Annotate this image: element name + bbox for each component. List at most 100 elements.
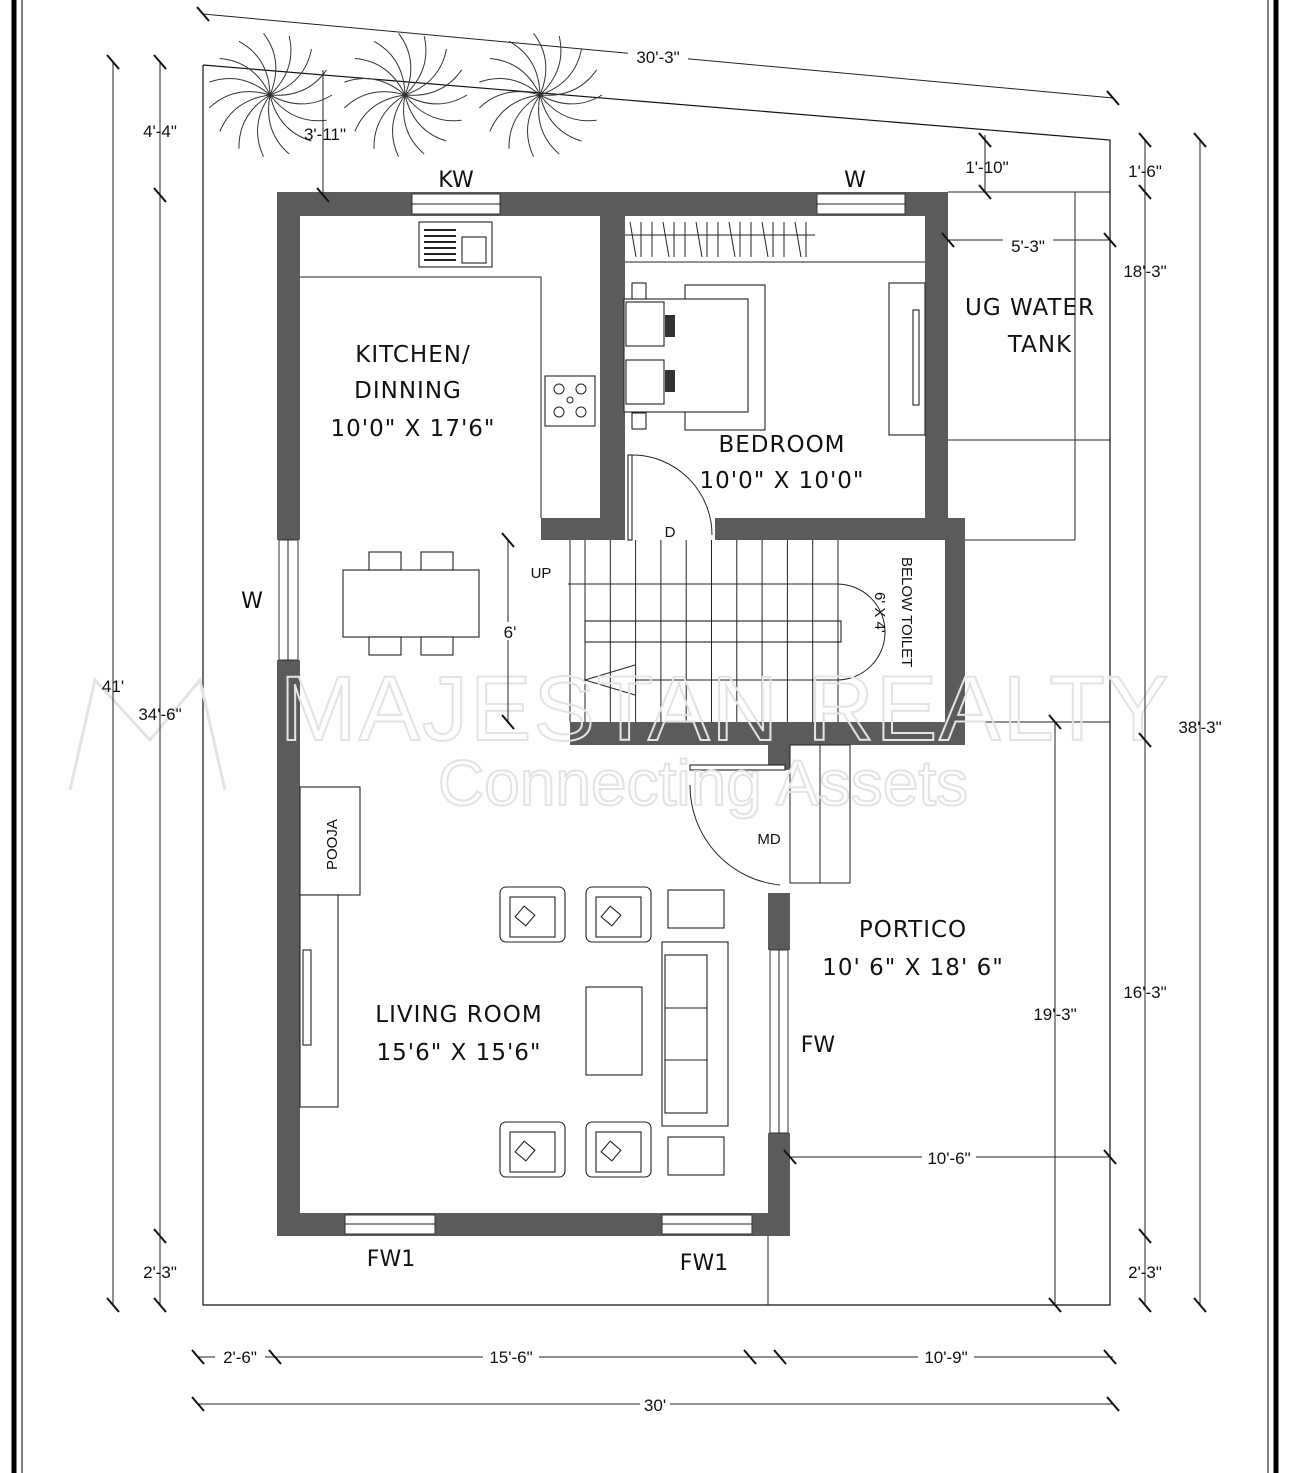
watermark-tagline: Connecting Assets — [438, 747, 968, 819]
portico-name: PORTICO — [859, 917, 967, 943]
dim-right-top-a: 1'-10" — [965, 158, 1008, 177]
dimension-tick — [191, 1396, 205, 1412]
dimension-tick — [153, 54, 167, 70]
armchair-icon — [499, 1121, 566, 1178]
dim-left-bottom: 2'-3" — [143, 1263, 177, 1282]
kitchen-name: KITCHEN/ — [355, 342, 470, 368]
w-left-label: W — [241, 589, 263, 614]
dimension-tick — [783, 1149, 797, 1165]
dim-bottom-a: 2'-6" — [223, 1348, 257, 1367]
door-label: D — [665, 524, 676, 541]
plot-boundary — [202, 64, 1111, 1306]
toilet-name: BELOW TOILET — [898, 557, 915, 667]
dim-right-total: 38'-3" — [1178, 718, 1221, 737]
fw1-label-2: FW1 — [680, 1251, 728, 1276]
dim-tank-width: 5'-3" — [1011, 237, 1045, 256]
dim-setback-top: 3'-11" — [304, 125, 346, 144]
dimension-tick — [1106, 1396, 1120, 1412]
dimension-tick — [1193, 132, 1207, 148]
walls — [277, 192, 965, 1236]
main-door — [689, 744, 851, 886]
dim-total-left: 41' — [102, 677, 124, 696]
dimension-tick — [1193, 1297, 1207, 1313]
room-labels: KITCHEN/ DINNING 10'0" X 17'6" BEDROOM 1… — [324, 295, 1095, 1066]
kw-label: KW — [438, 168, 474, 193]
dimension-tick — [106, 1297, 120, 1313]
dimension-tick — [268, 1349, 282, 1365]
dim-right-lower: 16'-3" — [1123, 983, 1166, 1002]
dimension-tick — [153, 1297, 167, 1313]
portico-size: 10' 6" X 18' 6" — [822, 955, 1004, 981]
dimension-tick — [196, 6, 210, 22]
kitchen-fixtures — [300, 221, 596, 518]
dimension-tick — [1138, 1228, 1152, 1244]
stove-icon — [544, 375, 596, 427]
dimension-tick — [1106, 90, 1120, 106]
dimension-tick — [153, 1228, 167, 1244]
main-door-label: MD — [757, 831, 780, 848]
dimension-tick — [1138, 132, 1152, 148]
dimension-tick — [1048, 714, 1062, 730]
dimension-tick — [773, 1349, 787, 1365]
dim-right-upper: 18'-3" — [1123, 262, 1166, 281]
armchair-icon — [585, 1121, 652, 1178]
dimension-labels: 30'-3" 4'-4" 3'-11" 1'-10" 1'-6" 5'-3" 4… — [102, 46, 1222, 1415]
dimension-tick — [1103, 232, 1117, 248]
dimension-tick — [1103, 1149, 1117, 1165]
bedroom-door — [627, 454, 713, 541]
dimension-tick — [978, 184, 992, 200]
toilet-size: 6' X 4' — [871, 592, 888, 633]
dim-portico-depth: 19'-3" — [1033, 1005, 1076, 1024]
dimension-tick — [106, 54, 120, 70]
dimension-ticks — [106, 6, 1207, 1412]
dim-right-bottom: 2'-3" — [1128, 1263, 1162, 1282]
dimension-tick — [1103, 1349, 1117, 1365]
dimension-tick — [1048, 1297, 1062, 1313]
wardrobe-icon — [888, 282, 926, 436]
dim-bottom-c: 10'-9" — [924, 1348, 967, 1367]
dim-top-slant: 30'-3" — [636, 48, 679, 67]
bedroom-name: BEDROOM — [718, 432, 845, 458]
coffee-table — [585, 986, 643, 1076]
dimension-tick — [1138, 1297, 1152, 1313]
staircase — [568, 540, 886, 722]
watermark-brand: MAJESTAN REALTY — [280, 658, 1171, 760]
fw1-label: FW1 — [367, 1247, 415, 1272]
tree-icon — [344, 33, 468, 157]
fw-label: FW — [801, 1033, 836, 1058]
dimension-tick — [743, 1349, 757, 1365]
dimension-tick — [501, 532, 515, 548]
dim-right-top-b: 1'-6" — [1128, 162, 1162, 181]
armchair-icon — [499, 886, 566, 943]
watermark: MAJESTAN REALTY Connecting Assets — [68, 657, 1171, 820]
dimension-tick — [153, 187, 167, 203]
dimension-lines — [112, 13, 1201, 1405]
dimension-tick — [941, 232, 955, 248]
pooja-label: POOJA — [324, 819, 341, 870]
living-fixtures — [299, 786, 729, 1178]
dining-table — [342, 551, 480, 656]
kitchen-size: 10'0" X 17'6" — [331, 416, 496, 442]
dim-left-mid: 34'-6" — [138, 705, 181, 724]
living-size: 15'6" X 15'6" — [377, 1040, 542, 1066]
dimension-tick — [191, 1349, 205, 1365]
dimension-tick — [1138, 184, 1152, 200]
tank-name-2: TANK — [1007, 332, 1072, 358]
tank-name: UG WATER — [965, 295, 1095, 321]
opening-labels: KW W W FW FW1 FW1 D MD UP — [241, 168, 866, 1276]
dimension-tick — [316, 187, 330, 203]
dim-bottom-b: 15'-6" — [489, 1348, 532, 1367]
bedroom-size: 10'0" X 10'0" — [700, 468, 865, 494]
bedroom-furniture — [623, 221, 926, 436]
dimension-tick — [978, 132, 992, 148]
w-top-label: W — [844, 168, 866, 193]
kitchen-name-2: DINNING — [354, 378, 462, 404]
dimension-tick — [501, 714, 515, 730]
windows — [278, 193, 906, 1235]
dim-bottom-total: 30' — [644, 1396, 666, 1415]
dim-left-top: 4'-4" — [143, 122, 177, 141]
armchair-icon — [585, 886, 652, 943]
tree-icons — [209, 33, 603, 157]
tree-icon — [209, 33, 333, 157]
dimension-tick — [1138, 732, 1152, 748]
